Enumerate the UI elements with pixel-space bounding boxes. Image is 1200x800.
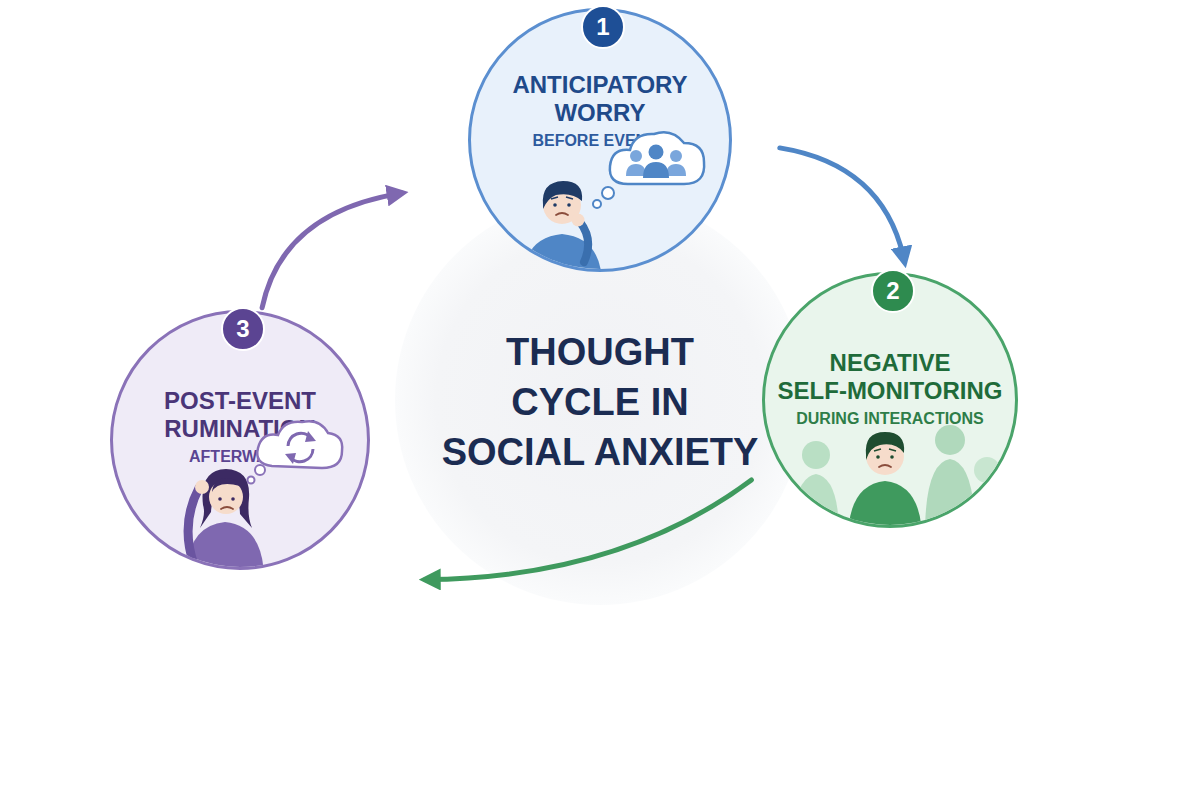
person-hair <box>866 432 904 460</box>
group-icon-head <box>630 150 642 162</box>
group-icon-body <box>626 164 646 176</box>
stage-subheading: AFTERWARD <box>113 447 367 467</box>
person-fringe <box>212 478 240 492</box>
text-line: SELF-MONITORING <box>765 377 1015 405</box>
number-badge: 2 <box>871 269 915 313</box>
stage-circle: NEGATIVE SELF-MONITORING DURING INTERACTI… <box>762 272 1018 528</box>
stage-heading: NEGATIVE SELF-MONITORING <box>765 349 1015 405</box>
text-line: RUMINATION <box>113 415 367 443</box>
person-arm <box>188 488 199 565</box>
cycle-arrow <box>288 433 311 446</box>
crowd-body <box>925 459 975 535</box>
cycle-arrowhead <box>305 431 316 442</box>
person-mouth <box>879 465 891 467</box>
monitoring-illustration <box>793 425 1007 540</box>
person-face <box>543 186 581 224</box>
crowd-body <box>967 487 1007 535</box>
stage-circle: POST-EVENT RUMINATION AFTERWARD 3 <box>110 310 370 570</box>
worry-illustration <box>522 132 704 285</box>
text-line: ANTICIPATORY <box>471 71 729 99</box>
cycle-arrowhead <box>285 453 296 464</box>
person-eye <box>553 203 557 207</box>
person-body <box>522 234 602 285</box>
text-line: THOUGHT <box>380 327 820 377</box>
text-line: CYCLE IN <box>380 377 820 427</box>
cycle-arrow <box>425 480 751 580</box>
text-line: SOCIAL ANXIETY <box>380 427 820 477</box>
stage-circle: ANTICIPATORY WORRY BEFORE EVENTS 1 <box>468 8 732 272</box>
callout-number: 2 <box>873 271 913 311</box>
rumination-illustration <box>186 421 342 580</box>
person-hair <box>200 469 252 528</box>
person-eye <box>876 455 880 459</box>
person-hand <box>195 480 209 494</box>
diagram-title: THOUGHT CYCLE IN SOCIAL ANXIETY <box>380 327 820 477</box>
group-icon-head <box>670 150 682 162</box>
text-line: WORRY <box>471 99 729 127</box>
person-face <box>866 437 904 475</box>
thought-dot <box>602 187 614 199</box>
callout-number: 3 <box>223 309 263 349</box>
group-icon-body <box>643 162 669 178</box>
callout-number: 1 <box>583 7 623 47</box>
number-badge: 3 <box>221 307 265 351</box>
group-icon-body <box>666 164 686 176</box>
person-eye <box>890 455 894 459</box>
person-arm <box>580 222 588 262</box>
stage-heading: POST-EVENT RUMINATION <box>113 387 367 443</box>
person-face <box>209 480 243 514</box>
stage-subheading: DURING INTERACTIONS <box>765 409 1015 429</box>
person-hand <box>572 214 585 227</box>
thought-bubble <box>610 132 704 184</box>
person-mouth <box>221 507 233 509</box>
cycle-arrow <box>290 449 313 462</box>
cycle-arrow <box>262 193 402 308</box>
thought-dot <box>255 465 265 475</box>
text-line: NEGATIVE <box>765 349 1015 377</box>
crowd-body <box>793 474 839 535</box>
person-eye <box>567 203 571 207</box>
person-hair <box>543 181 582 209</box>
person-brows <box>874 449 896 451</box>
crowd-head <box>974 457 1000 483</box>
person-body <box>848 481 922 540</box>
stage-subheading: BEFORE EVENTS <box>471 131 729 151</box>
stage-heading: ANTICIPATORY WORRY <box>471 71 729 127</box>
cycle-arrow <box>780 148 905 262</box>
person-brows <box>551 197 573 199</box>
person-body <box>186 522 264 580</box>
group-icon-head <box>649 145 664 160</box>
person-eye <box>218 497 222 501</box>
crowd-head <box>802 441 830 469</box>
text-line: POST-EVENT <box>113 387 367 415</box>
thought-dot <box>593 200 601 208</box>
person-eye <box>231 497 235 501</box>
crowd-head <box>935 425 965 455</box>
thought-bubble <box>257 421 342 468</box>
person-mouth <box>556 213 568 215</box>
number-badge: 1 <box>581 5 625 49</box>
thought-dot <box>248 477 255 484</box>
